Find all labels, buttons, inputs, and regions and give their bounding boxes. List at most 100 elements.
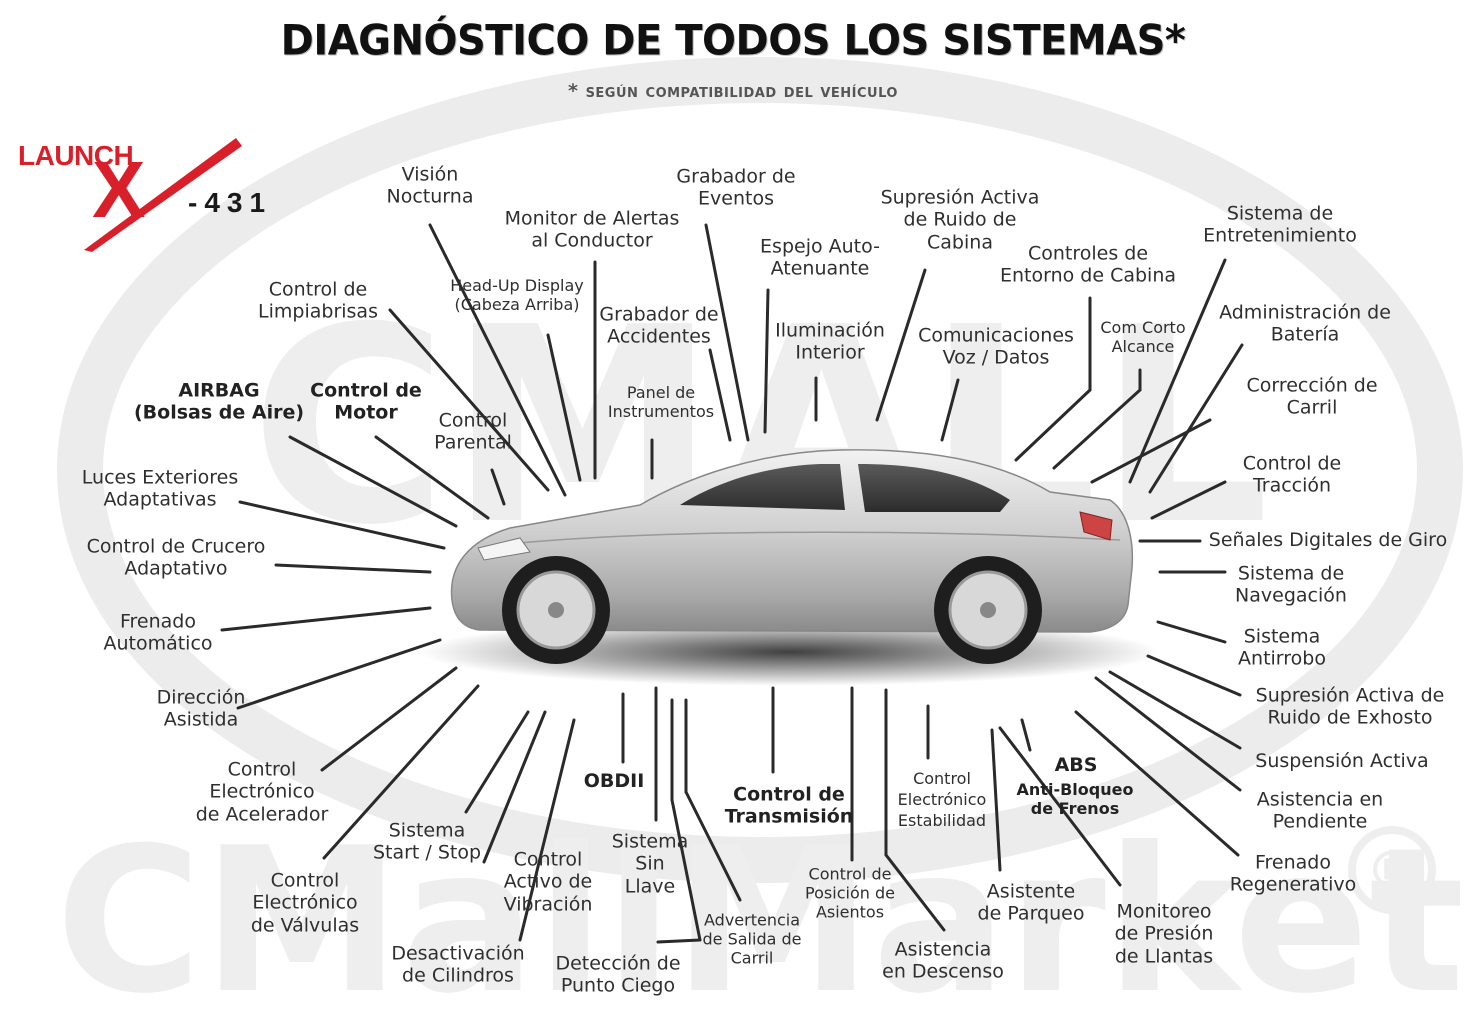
leader-grabador-eventos — [704, 223, 750, 442]
leader-correccion — [1090, 418, 1212, 484]
leader-parental — [490, 468, 506, 506]
leader-lines — [220, 223, 1244, 944]
leader-supresion-exhosto — [1146, 654, 1242, 697]
leader-descenso-2 — [884, 853, 946, 932]
leader-punto-ciego-2 — [670, 798, 702, 942]
leader-bateria — [1148, 343, 1244, 494]
leader-traccion — [1150, 480, 1227, 520]
car-beltline — [499, 531, 1121, 546]
leader-motor — [374, 435, 490, 520]
page-subtitle: * según compatibilidad del vehículo — [568, 80, 898, 102]
leader-grabador-acc — [708, 348, 732, 442]
logo-model: -431 — [188, 187, 273, 218]
watermark-registered-icon — [1348, 826, 1436, 914]
leader-vibracion — [482, 710, 547, 864]
leader-airbag — [288, 435, 458, 528]
watermark-bottom-text: CMallMarket — [55, 805, 1464, 1022]
leader-punto-ciego-3 — [656, 938, 702, 944]
label-espejo: Espejo Auto-Atenuante — [760, 235, 880, 280]
leader-controles-entorno-2 — [1014, 388, 1092, 462]
front-wheel — [502, 556, 610, 664]
leader-abs — [1020, 718, 1032, 752]
rear-wheel — [934, 556, 1042, 664]
label-airbag: AIRBAG(Bolsas de Aire) — [133, 379, 305, 424]
car-windows — [680, 464, 1010, 512]
leader-frenado — [220, 606, 432, 632]
leader-acelerador — [320, 666, 458, 772]
leader-presion — [998, 726, 1122, 887]
leader-parqueo — [990, 728, 1002, 872]
leader-limpiabrisas — [388, 308, 550, 492]
leader-valvulas — [322, 684, 480, 860]
leader-vision-nocturna — [428, 223, 567, 497]
logo-brand: LAUNCH — [18, 140, 134, 171]
logo-slash-icon — [84, 138, 242, 252]
leader-head-up — [546, 333, 582, 482]
leader-supresion-cabina — [875, 268, 927, 422]
leader-advertencia-2 — [684, 790, 742, 902]
label-senales-giro: Señales Digitales de Giro — [1208, 528, 1448, 551]
car-taillight — [1079, 511, 1113, 541]
watermark-registered-mark: ® — [1366, 841, 1418, 901]
logo-letter: X — [92, 145, 146, 234]
label-head-up: Head-Up Display(Cabeza Arriba) — [450, 276, 584, 314]
label-abs: ABS — [1054, 753, 1098, 776]
leader-direccion — [236, 638, 442, 710]
leader-antirrobo — [1156, 620, 1227, 644]
leader-suspension — [1108, 670, 1242, 750]
leader-crucero — [274, 563, 432, 574]
label-obdii: OBDII — [583, 769, 645, 792]
leader-cilindros — [518, 718, 576, 942]
leader-espejo — [763, 288, 770, 434]
leader-comunicaciones — [940, 378, 960, 442]
page-title: DIAGNÓSTICO DE TODOS LOS SISTEMAS* — [280, 16, 1186, 66]
leader-luces — [238, 500, 446, 550]
leader-regenerativo — [1074, 710, 1240, 857]
leader-pendiente — [1094, 676, 1242, 792]
leader-com-corto-2 — [1052, 388, 1142, 470]
car-headlight — [477, 537, 531, 561]
car-illustration — [420, 449, 1160, 686]
label-suspension-activa: Suspensión Activa — [1255, 749, 1429, 772]
